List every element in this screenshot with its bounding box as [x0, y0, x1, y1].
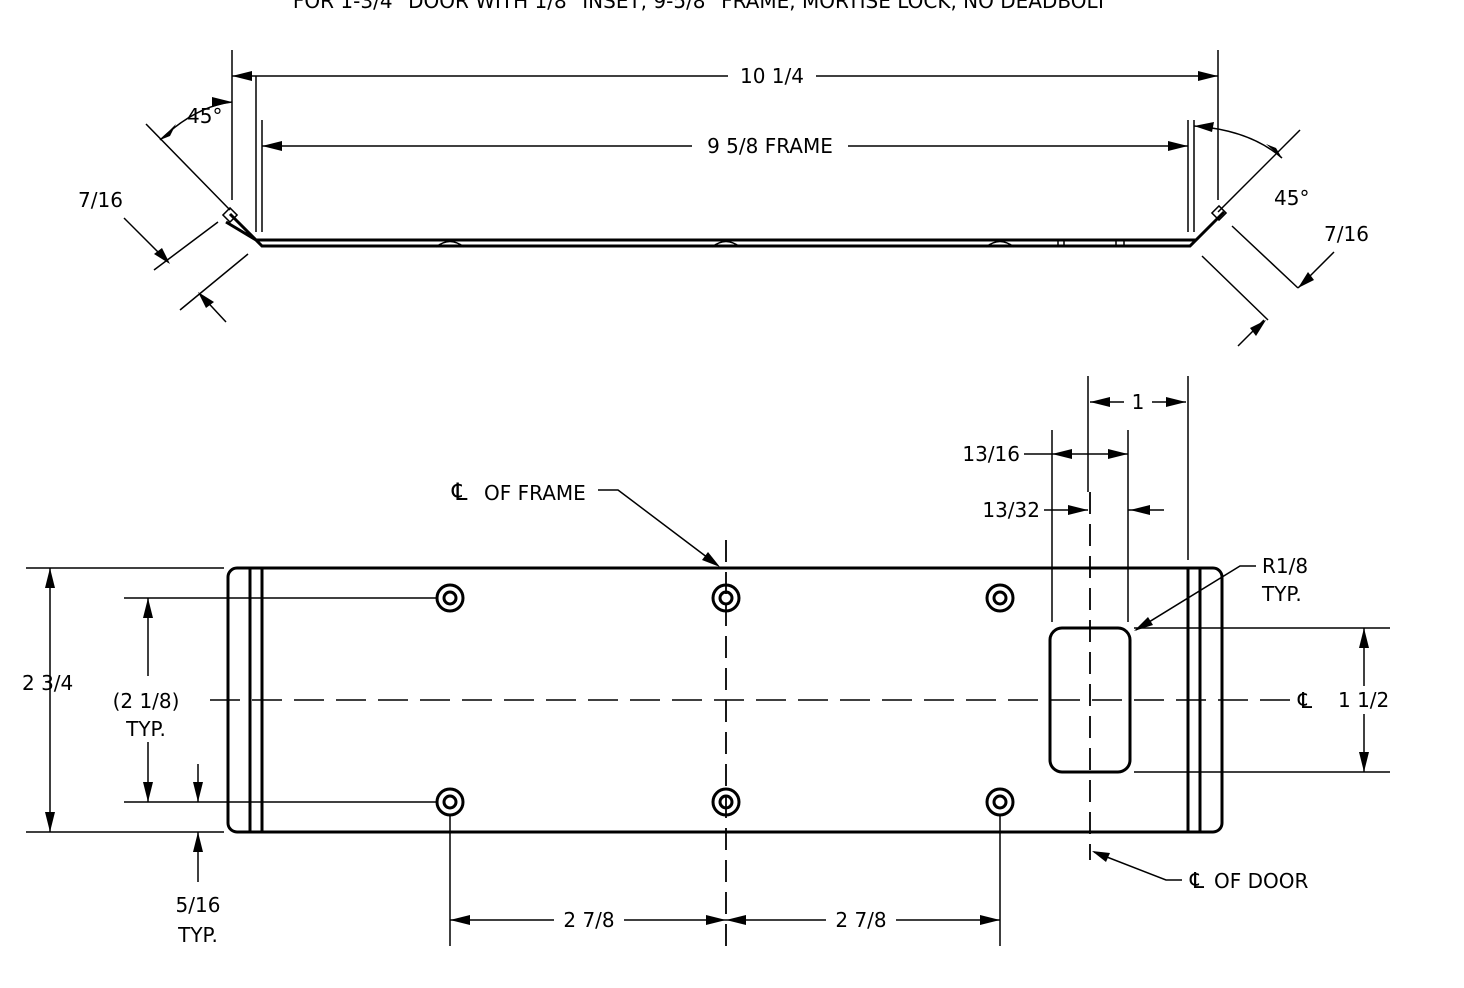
dim-holes-label-1: (2 1/8)	[113, 689, 180, 713]
hole	[435, 787, 465, 817]
arrow	[1090, 397, 1110, 407]
hole	[435, 583, 465, 613]
arrow	[980, 915, 1000, 925]
dim-edge-label-1: 5/16	[176, 893, 221, 917]
door-cl-symbol: ℄	[1189, 869, 1205, 894]
flange-left-label: 7/16	[78, 188, 123, 212]
door-cl-label: OF DOOR	[1214, 869, 1308, 893]
slot-label-bg	[1334, 686, 1396, 714]
dim-pitch-left-label: 2 7/8	[563, 908, 614, 932]
arrow	[1266, 144, 1282, 158]
angle-left-label: 45°	[187, 104, 222, 128]
arrow	[706, 915, 726, 925]
arrow	[45, 812, 55, 832]
arrow	[1198, 71, 1218, 81]
arrow	[1068, 505, 1088, 515]
plate-bumps	[435, 240, 1125, 248]
arrow	[1052, 449, 1072, 459]
arrow	[1130, 505, 1150, 515]
arrow	[1298, 272, 1314, 288]
arrow	[450, 915, 470, 925]
angle-arc-right	[1193, 125, 1283, 159]
dim-height-label: 2 3/4	[22, 671, 73, 695]
top-view: 10 1/4 9 5/8 FRAME 45° 45° 7/16	[78, 50, 1369, 347]
frame-cl-leader	[598, 489, 717, 565]
frame-cl-label: OF FRAME	[484, 481, 586, 505]
arrow	[1359, 752, 1369, 772]
arrow	[1108, 449, 1128, 459]
plate-profile	[225, 210, 1226, 248]
door-cl-leader	[1093, 851, 1182, 881]
arrow	[1168, 141, 1188, 151]
dim-1332-label: 13/32	[982, 498, 1040, 522]
cl-symbol-right: ℄	[1297, 689, 1313, 714]
angle-line-left	[145, 123, 231, 211]
arrow	[143, 782, 153, 802]
arrow	[262, 141, 282, 151]
dim-pitch-right-label: 2 7/8	[835, 908, 886, 932]
arrow	[212, 97, 232, 107]
arrow	[193, 782, 203, 802]
radius-label-1: R1/8	[1262, 554, 1308, 578]
arrow	[154, 248, 170, 264]
arrow	[1092, 851, 1110, 862]
arrow	[1134, 617, 1153, 631]
arrow	[232, 71, 252, 81]
arrow	[702, 552, 720, 567]
arrow	[726, 915, 746, 925]
header-note: FOR 1-3/4" DOOR WITH 1/8" INSET, 9-5/8" …	[293, 0, 1108, 13]
front-view: ℄ OF FRAME ℄ OF DOOR 1 13/16 13/32	[22, 376, 1396, 947]
arrow	[1359, 628, 1369, 648]
arrow	[143, 598, 153, 618]
arrow	[193, 832, 203, 852]
arrow	[198, 292, 214, 308]
dim-frame-width: 9 5/8 FRAME	[707, 134, 833, 158]
flange-tab-right	[1210, 204, 1228, 222]
flange-ext-left-b	[179, 253, 249, 311]
angle-right-label: 45°	[1274, 186, 1309, 210]
flange-ext-right-a	[1231, 225, 1299, 289]
arrow	[45, 568, 55, 588]
radius-label-2: TYP.	[1261, 582, 1302, 606]
flange-ext-right-b	[1201, 255, 1269, 321]
arrow	[1194, 122, 1214, 132]
dim-overall-width: 10 1/4	[740, 64, 804, 88]
radius-leader	[1135, 565, 1256, 631]
angle-line-right	[1217, 129, 1301, 213]
dim-edge-label-2: TYP.	[177, 923, 218, 947]
arrow	[160, 124, 176, 140]
dim-slot-label: 1 1/2	[1338, 688, 1389, 712]
hole	[985, 583, 1015, 613]
arrow	[1166, 397, 1186, 407]
flange-ext-left-a	[153, 221, 219, 271]
dim-1316-label: 13/16	[962, 442, 1020, 466]
dim-holes-label-2: TYP.	[125, 717, 166, 741]
dim-1-label: 1	[1132, 390, 1145, 414]
arrow	[1250, 320, 1266, 336]
flange-right-label: 7/16	[1324, 222, 1369, 246]
frame-cl-symbol: ℄	[451, 478, 468, 506]
hole	[985, 787, 1015, 817]
flange-tab-left	[221, 206, 239, 224]
